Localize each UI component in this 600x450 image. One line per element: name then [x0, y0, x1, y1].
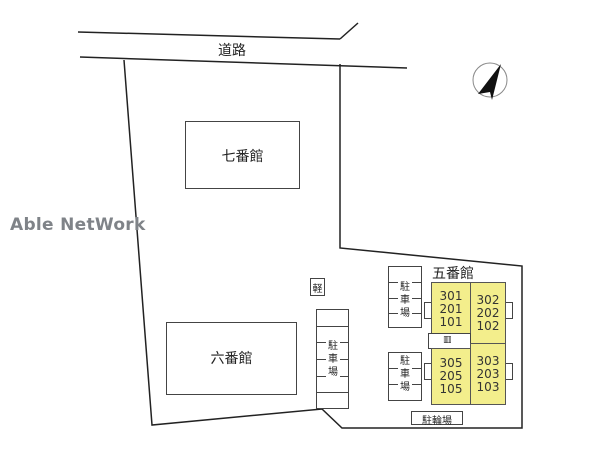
building-roku-label: 六番館	[210, 351, 253, 367]
building-go-label: 五番館	[432, 266, 474, 282]
stairs-icon: ▥	[443, 335, 452, 345]
unit-302-202-102: 302 202 102	[470, 282, 506, 345]
bicycle-parking: 駐輪場	[411, 411, 463, 427]
balcony	[505, 302, 513, 319]
building-roku: 六番館	[166, 322, 297, 395]
stairs: ▥	[428, 333, 471, 349]
parking-lower: 駐車場	[388, 352, 422, 401]
building-nana-label: 七番館	[221, 149, 264, 165]
watermark: Able NetWork	[10, 215, 146, 235]
building-nana: 七番館	[185, 121, 300, 189]
parking-upper: 駐車場	[388, 266, 422, 328]
parking-main: 駐車場	[316, 309, 349, 409]
road-label: 道路	[218, 43, 246, 59]
unit-305-205-105: 305 205 105	[431, 348, 471, 405]
kei-parking: 軽	[310, 278, 325, 296]
unit-303-203-103: 303 203 103	[470, 343, 506, 405]
unit-301-201-101: 301 201 101	[431, 282, 471, 336]
balcony	[505, 363, 513, 380]
